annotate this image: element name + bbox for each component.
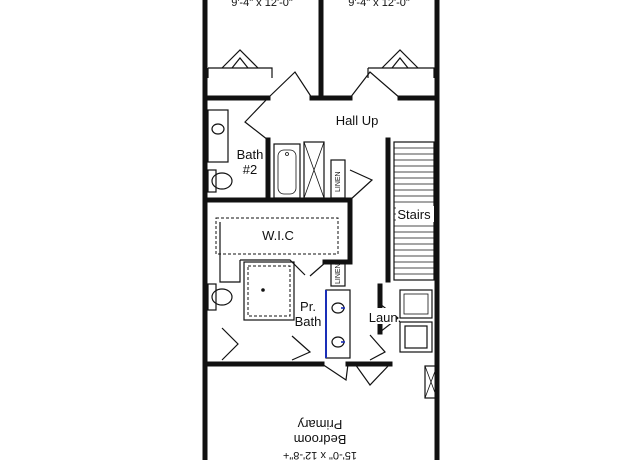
bedroom-left-dims: 9'-4" x 12'-0" xyxy=(231,0,293,9)
primary-bedroom-label-line2: Bedroom xyxy=(294,432,347,447)
linen-closet-upper xyxy=(303,141,325,199)
bedroom-right: 9'-4" x 12'-0" xyxy=(348,0,440,101)
laundry: Laun. xyxy=(368,283,433,361)
bath-2-label-line1: Bath xyxy=(237,147,264,162)
primary-bedroom-dims: 15'-0" x 12'-8"+ xyxy=(283,449,357,460)
bathtub-icon xyxy=(273,143,301,199)
walk-in-closet: W.I.C xyxy=(215,197,353,283)
primary-bedroom: Primary Bedroom 15'-0" x 12'-8"+ xyxy=(202,357,440,460)
primary-bath-label-line2: Bath xyxy=(295,314,322,329)
primary-bath-label-line1: Pr. xyxy=(300,299,316,314)
dryer-icon xyxy=(399,289,433,319)
primary-bath: LINEN Pr. Bath xyxy=(202,197,353,363)
bedroom-left: 9'-4" x 12'-0" xyxy=(202,0,324,101)
hall: Hall Up xyxy=(202,71,440,141)
shower-icon xyxy=(243,261,295,321)
primary-bedroom-label-line1: Primary xyxy=(297,417,342,432)
washer-icon xyxy=(399,321,433,353)
stairs-label: Stairs xyxy=(397,207,431,222)
bedroom-right-dims: 9'-4" x 12'-0" xyxy=(348,0,410,9)
hall-label: Hall Up xyxy=(336,113,379,128)
linen-lower-label: LINEN xyxy=(335,263,342,284)
window-icon xyxy=(424,365,438,399)
toilet-icon xyxy=(211,288,233,306)
laundry-label: Laun. xyxy=(369,310,402,325)
vanity xyxy=(325,289,351,359)
bath-2-label-line2: #2 xyxy=(243,162,257,177)
linen-upper-label: LINEN xyxy=(335,171,342,192)
sink-icon xyxy=(211,123,225,135)
bath-2: LINEN Bath #2 xyxy=(202,95,374,203)
stairs: Stairs xyxy=(385,95,440,363)
toilet-icon xyxy=(211,172,233,190)
wic-label: W.I.C xyxy=(262,228,294,243)
